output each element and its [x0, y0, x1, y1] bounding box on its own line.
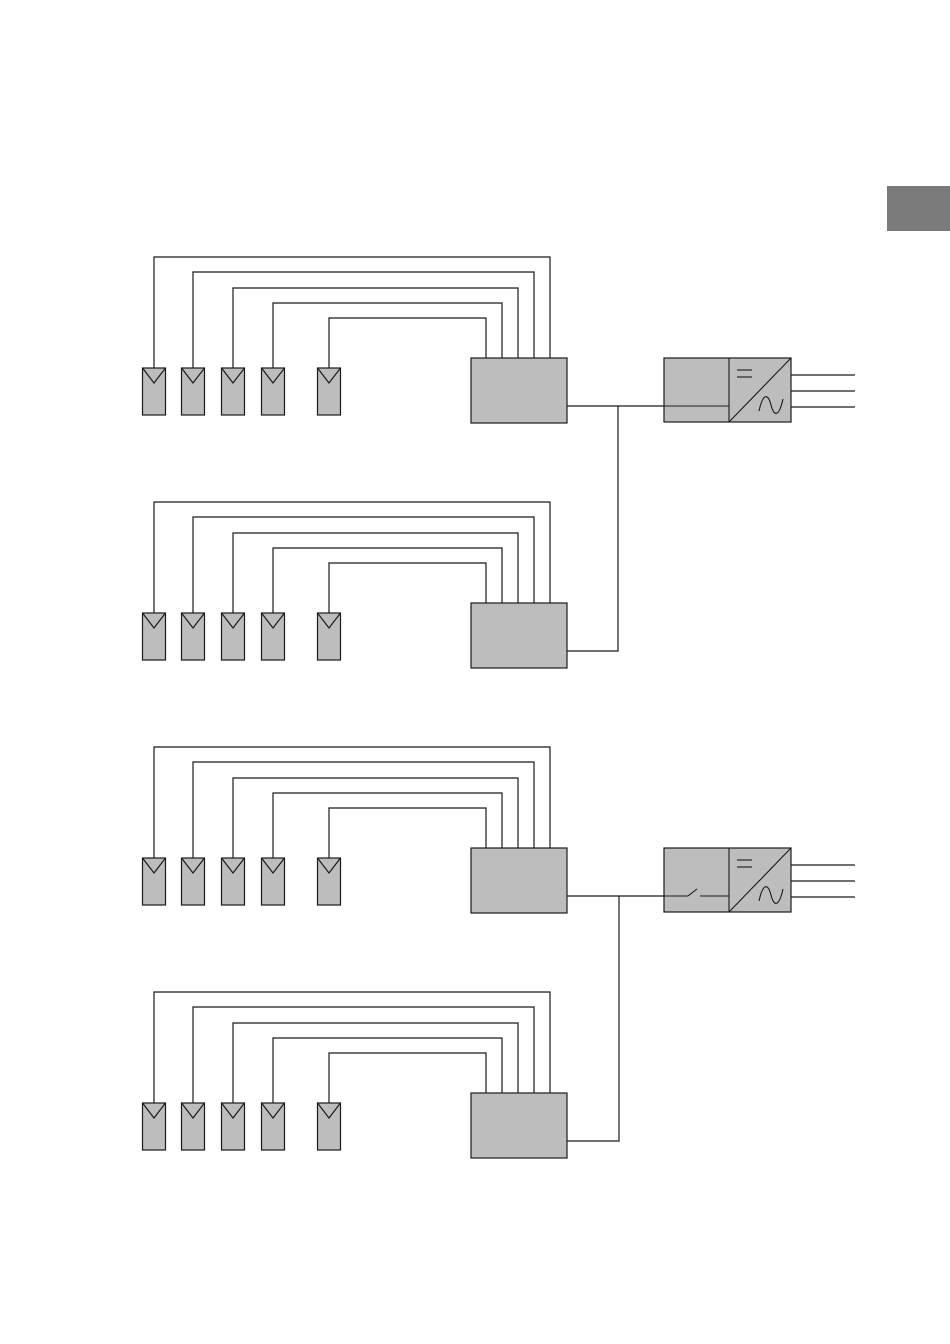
pv-module-icon [143, 613, 166, 660]
pv-module-icon [143, 368, 166, 415]
string-wire [273, 548, 502, 613]
pv-module-icon [262, 1103, 285, 1150]
dc-bus-cable [567, 896, 619, 1141]
pv-module-body [143, 1103, 166, 1150]
pv-module-body [222, 613, 245, 660]
pv-module-icon [143, 1103, 166, 1150]
dc-ac-inverter-icon [664, 358, 855, 422]
pv-module-body [318, 613, 341, 660]
dc-bus-cable [567, 406, 618, 651]
pv-module-icon [318, 858, 341, 905]
combiner-box-icon [471, 848, 567, 913]
pv-module-body [143, 858, 166, 905]
string-wire [233, 1023, 518, 1103]
string-wire [233, 778, 518, 858]
combiner-box-icon [471, 1093, 567, 1158]
pv-module-icon [182, 1103, 205, 1150]
string-wire [193, 762, 534, 858]
string-wire [233, 533, 518, 613]
inverter-body [664, 848, 791, 912]
pv-system [567, 358, 855, 651]
pv-module-icon [318, 613, 341, 660]
pv-array [143, 257, 568, 423]
pv-module-icon [262, 858, 285, 905]
pv-module-body [318, 858, 341, 905]
string-wire [154, 502, 550, 613]
string-wire [273, 1038, 502, 1103]
pv-module-icon [222, 1103, 245, 1150]
pv-module-body [318, 1103, 341, 1150]
pv-module-icon [182, 368, 205, 415]
pv-array [143, 747, 568, 913]
pv-module-icon [222, 858, 245, 905]
string-wire [154, 747, 550, 858]
string-wire [273, 793, 502, 858]
string-wire [154, 257, 550, 368]
string-wire [329, 1053, 486, 1103]
string-wire [329, 563, 486, 613]
pv-module-body [143, 613, 166, 660]
pv-module-icon [318, 368, 341, 415]
pv-module-icon [222, 368, 245, 415]
arrays-layer [143, 257, 568, 1158]
string-wire [329, 808, 486, 858]
pv-module-body [262, 613, 285, 660]
dc-ac-inverter-icon [664, 848, 855, 912]
string-wire [154, 992, 550, 1103]
pv-module-body [222, 1103, 245, 1150]
pv-module-icon [262, 368, 285, 415]
pv-module-body [143, 368, 166, 415]
pv-module-body [182, 368, 205, 415]
systems-layer [567, 358, 855, 1141]
combiner-box-icon [471, 603, 567, 668]
pv-module-body [318, 368, 341, 415]
inverter-body [664, 358, 791, 422]
pv-array [143, 502, 568, 668]
string-wire [233, 288, 518, 368]
pv-module-icon [182, 858, 205, 905]
pv-module-body [182, 613, 205, 660]
string-wire [193, 517, 534, 613]
pv-module-icon [182, 613, 205, 660]
string-wire [329, 318, 486, 368]
pv-module-icon [262, 613, 285, 660]
pv-module-body [182, 1103, 205, 1150]
pv-module-icon [222, 613, 245, 660]
string-wire [273, 303, 502, 368]
pv-module-icon [143, 858, 166, 905]
string-wire [193, 1007, 534, 1103]
pv-system [567, 848, 855, 1141]
pv-module-body [182, 858, 205, 905]
string-wire [193, 272, 534, 368]
combiner-box-icon [471, 358, 567, 423]
pv-module-icon [318, 1103, 341, 1150]
pv-module-body [222, 858, 245, 905]
pv-module-body [262, 368, 285, 415]
pv-module-body [262, 858, 285, 905]
pv-module-body [262, 1103, 285, 1150]
pv-module-body [222, 368, 245, 415]
pv-array [143, 992, 568, 1158]
